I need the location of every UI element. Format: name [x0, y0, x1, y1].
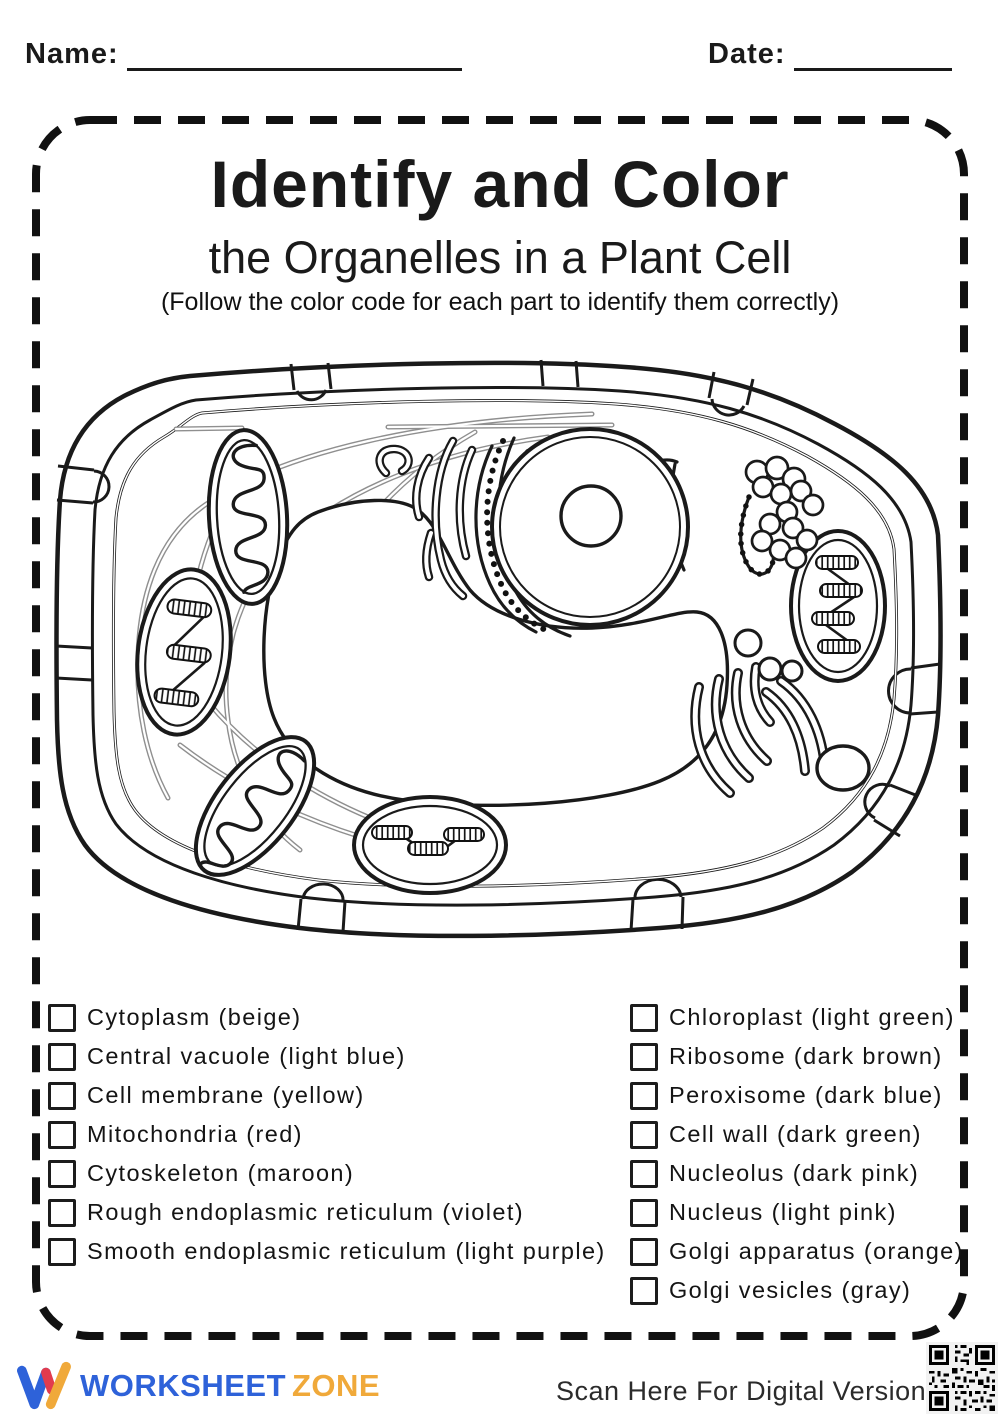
checklist-label: Ribosome (dark brown): [669, 1043, 943, 1069]
brand-word-worksheet: WORKSHEET: [80, 1368, 286, 1403]
golgi-apparatus: [695, 667, 825, 793]
checklist-item: Rough endoplasmic reticulum (violet): [48, 1193, 608, 1232]
checkbox[interactable]: [48, 1120, 76, 1149]
checklist-item: Central vacuole (light blue): [48, 1037, 608, 1076]
mitochondrion-1: [206, 428, 290, 606]
mitochondrion-2: [193, 735, 317, 877]
checkbox[interactable]: [48, 1081, 76, 1110]
scan-here-text: Scan Here For Digital Version: [556, 1376, 927, 1406]
golgi-vesicles: [733, 628, 804, 683]
chloroplast-2: [352, 795, 508, 895]
checklist-item: Golgi apparatus (orange): [630, 1232, 990, 1271]
checklist-item: Smooth endoplasmic reticulum (light purp…: [48, 1232, 608, 1271]
checkbox[interactable]: [630, 1081, 658, 1110]
checklist-label: Cytoplasm (beige): [87, 1004, 302, 1030]
checklist-label: Mitochondria (red): [87, 1121, 303, 1147]
plant-cell-diagram: [54, 359, 943, 939]
checkbox[interactable]: [48, 1003, 76, 1032]
checklist-label: Nucleolus (dark pink): [669, 1160, 920, 1186]
checkbox[interactable]: [630, 1198, 658, 1227]
brand-word-zone: ZONE: [292, 1368, 381, 1403]
name-input-line[interactable]: [126, 44, 462, 71]
date-field: Date:: [708, 38, 952, 71]
checkbox[interactable]: [48, 1237, 76, 1266]
checklist-label: Chloroplast (light green): [669, 1004, 955, 1030]
peroxisome: [815, 744, 871, 792]
checkbox[interactable]: [630, 1042, 658, 1071]
checkbox[interactable]: [48, 1198, 76, 1227]
checklist-right-column: Chloroplast (light green) Ribosome (dark…: [630, 998, 990, 1310]
page-title: Identify and Color: [210, 147, 790, 221]
checklist-item: Ribosome (dark brown): [630, 1037, 990, 1076]
checklist-label: Cytoskeleton (maroon): [87, 1160, 355, 1186]
ribosomes: [744, 455, 825, 570]
checklist-item: Cytoskeleton (maroon): [48, 1154, 608, 1193]
checkbox[interactable]: [630, 1120, 658, 1149]
checklist-label: Golgi apparatus (orange): [669, 1238, 964, 1264]
checkbox[interactable]: [630, 1276, 658, 1305]
name-field: Name:: [25, 38, 462, 71]
checklist-label: Central vacuole (light blue): [87, 1043, 406, 1069]
date-label: Date:: [708, 38, 786, 70]
chloroplast-3: [789, 529, 887, 683]
checklist-item: Cytoplasm (beige): [48, 998, 608, 1037]
checklist-item: Chloroplast (light green): [630, 998, 990, 1037]
checklist-label: Rough endoplasmic reticulum (violet): [87, 1199, 525, 1225]
checklist-item: Nucleus (light pink): [630, 1193, 990, 1232]
worksheetzone-logo-icon: [17, 1361, 71, 1410]
checklist-label: Peroxisome (dark blue): [669, 1082, 943, 1108]
page-subtitle: the Organelles in a Plant Cell: [208, 232, 792, 283]
checklist-item: Cell wall (dark green): [630, 1115, 990, 1154]
cell-wall: [54, 359, 943, 939]
checkbox[interactable]: [630, 1237, 658, 1266]
nucleus: [490, 427, 690, 627]
checklist-label: Nucleus (light pink): [669, 1199, 897, 1225]
checklist-item: Mitochondria (red): [48, 1115, 608, 1154]
checkbox[interactable]: [48, 1159, 76, 1188]
checklist-item: Peroxisome (dark blue): [630, 1076, 990, 1115]
checklist-label: Cell membrane (yellow): [87, 1082, 365, 1108]
qr-code: [926, 1342, 998, 1414]
checklist-left-column: Cytoplasm (beige) Central vacuole (light…: [48, 998, 608, 1271]
chloroplast-1: [135, 567, 233, 737]
checkbox[interactable]: [48, 1042, 76, 1071]
checklist-label: Golgi vesicles (gray): [669, 1277, 912, 1303]
instruction-text: (Follow the color code for each part to …: [160, 288, 840, 316]
nucleolus: [559, 484, 623, 548]
checklist-item: Golgi vesicles (gray): [630, 1271, 990, 1310]
date-input-line[interactable]: [793, 44, 952, 71]
checkbox[interactable]: [630, 1003, 658, 1032]
checklist-label: Smooth endoplasmic reticulum (light purp…: [87, 1238, 606, 1264]
checklist-item: Nucleolus (dark pink): [630, 1154, 990, 1193]
name-label: Name:: [25, 38, 119, 70]
checklist-item: Cell membrane (yellow): [48, 1076, 608, 1115]
cell-wall-junctions: [55, 359, 941, 933]
checklist-label: Cell wall (dark green): [669, 1121, 922, 1147]
checkbox[interactable]: [630, 1159, 658, 1188]
